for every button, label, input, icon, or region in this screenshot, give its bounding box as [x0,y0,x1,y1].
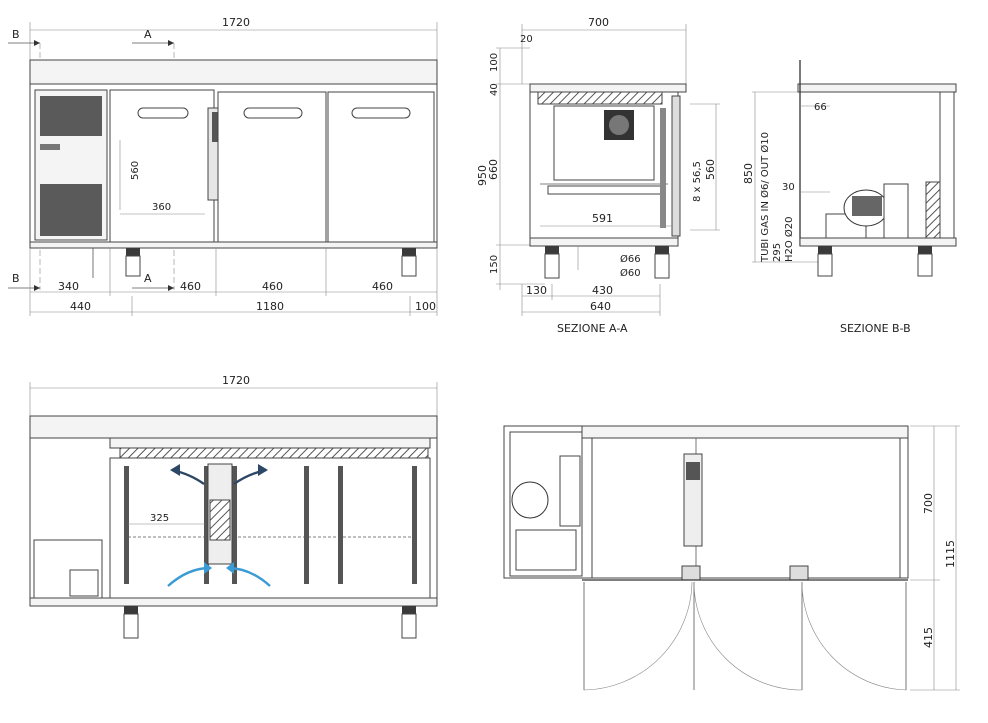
grille-top [40,96,102,136]
aa-vdim-3: 950 [476,165,489,186]
bb-30-label: 30 [782,182,795,193]
section-inner-label: 325 [150,513,169,524]
front-view: 1720 B A 560 360 [8,16,438,316]
section-a-top: A [144,28,152,41]
section-aa: 700 20 100 40 950 660 150 8 x 56,5 560 [476,16,720,335]
section-a-bottom: A [144,272,152,285]
front-bottom2-dim-3: 100 [415,300,436,313]
aa-bottom-dim-3: 640 [590,300,611,313]
aa-guides-label: 8 x 56,5 [692,161,703,202]
aa-bottom-dim-2: 430 [592,284,613,297]
front-bottom2-dim-2: 1180 [256,300,284,313]
bb-66-label: 66 [814,102,827,113]
section-width-label: 1720 [222,374,250,387]
aa-inner-width-label: 591 [592,212,613,225]
aa-topgap-label: 20 [520,34,533,45]
bb-height-label: 850 [742,163,755,184]
aa-vdim-2: 40 [489,83,500,96]
aa-bottom-dim-1: 130 [526,284,547,297]
section-bb: 850 TUBI GAS IN Ø6/ OUT Ø10 295 H2O Ø20 … [742,60,957,335]
front-bottom2-dim-1: 440 [70,300,91,313]
bb-h2o-label: H2O Ø20 [783,216,795,262]
aa-inner-height-label: 560 [704,159,717,180]
aa-width-label: 700 [588,16,609,29]
plan-depth-label: 700 [922,493,935,514]
plan-swing-label: 415 [922,627,935,648]
section-b-bottom: B [12,272,20,285]
drawer-width-label: 360 [152,202,171,213]
bb-caption: SEZIONE B-B [840,322,911,335]
aa-vdim-4: 660 [487,159,500,180]
aa-vdim-1: 100 [489,53,500,72]
grille-bottom [40,184,102,236]
plan-view: 700 1115 415 [503,425,960,691]
section-view: 1720 325 [29,374,438,639]
aa-pipe2-label: Ø60 [620,267,641,279]
aa-vdim-5: 150 [489,255,500,274]
bb-295-label: 295 [772,243,783,262]
bb-pipe-label: TUBI GAS IN Ø6/ OUT Ø10 [759,132,771,263]
aa-caption: SEZIONE A-A [557,322,628,335]
front-bottom-dim-3: 460 [262,280,283,293]
drawer-height-label: 560 [130,161,141,180]
front-width-label: 1720 [222,16,250,29]
front-bottom-dim-4: 460 [372,280,393,293]
section-b-top: B [12,28,20,41]
aa-pipe1-label: Ø66 [620,253,641,265]
front-bottom-dim-1: 340 [58,280,79,293]
plan-total-label: 1115 [944,540,957,568]
front-bottom-dim-2: 460 [180,280,201,293]
